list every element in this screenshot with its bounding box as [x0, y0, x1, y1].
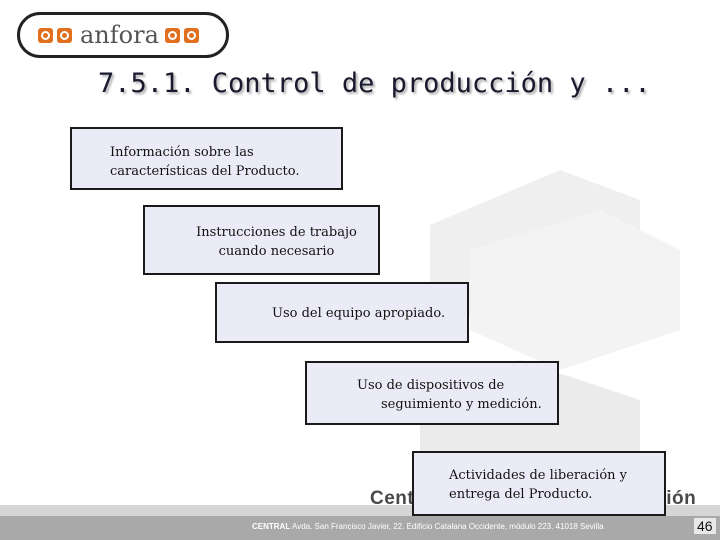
step-box-3: Uso del equipo apropiado. — [215, 282, 469, 343]
step-4-line-2: seguimiento y medición. — [381, 397, 542, 412]
watermark-right: ión — [666, 488, 697, 509]
step-5-line-2: entrega del Producto. — [449, 487, 593, 502]
step-2-line-2: cuando necesario — [218, 244, 335, 259]
swirl-icon — [38, 27, 53, 43]
step-4-line-1: Uso de dispositivos de — [357, 378, 505, 393]
watermark-text: Cent ión — [370, 488, 696, 510]
step-box-2: Instrucciones de trabajo cuando necesari… — [143, 205, 380, 275]
page-number: 46 — [694, 518, 716, 534]
step-1-line-1: Información sobre las — [110, 145, 254, 160]
step-box-5: Actividades de liberación y entrega del … — [412, 451, 666, 516]
footer-address: CENTRAL Avda. San Francisco Javier, 22. … — [252, 522, 604, 531]
watermark-left: Cent — [370, 488, 415, 509]
step-3-line-1: Uso del equipo apropiado. — [272, 306, 446, 321]
step-5-line-1: Actividades de liberación y — [449, 468, 628, 483]
logo: anfora — [17, 12, 229, 58]
logo-text: anfora — [80, 21, 159, 49]
swirl-icon — [164, 27, 180, 43]
swirl-icon — [57, 27, 72, 43]
step-2-line-1: Instrucciones de trabajo — [196, 225, 357, 240]
footer-brand: CENTRAL — [252, 522, 291, 531]
step-box-1: Información sobre las características de… — [70, 127, 343, 190]
slide-title: 7.5.1. Control de producción y ... — [98, 68, 651, 99]
swirl-icon — [183, 27, 199, 43]
footer-address-text: Avda. San Francisco Javier, 22. Edificio… — [290, 522, 604, 531]
step-1-line-2: características del Producto. — [110, 164, 300, 179]
step-box-4: Uso de dispositivos de seguimiento y med… — [305, 361, 559, 425]
footer-bar — [0, 516, 720, 540]
